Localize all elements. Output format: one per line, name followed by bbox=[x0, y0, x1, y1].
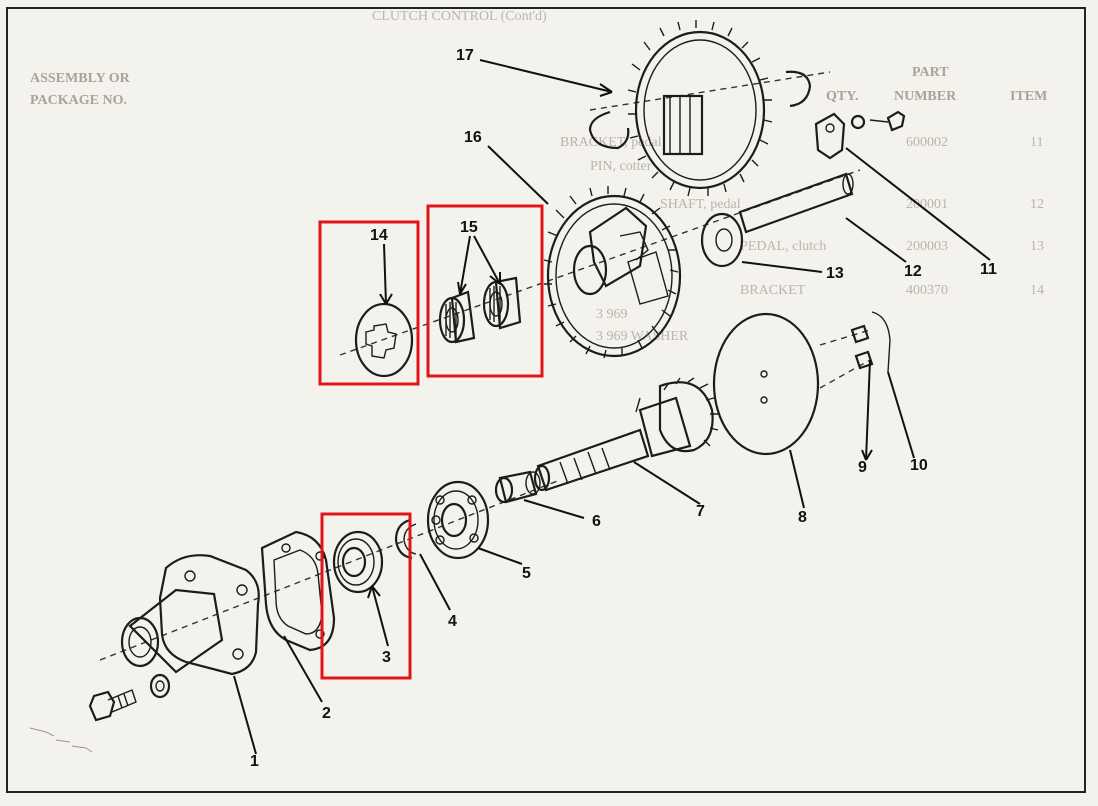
callout-4: 4 bbox=[448, 613, 457, 630]
part-9-screws bbox=[850, 324, 874, 370]
part-1-bearing-retainer bbox=[120, 554, 260, 676]
part-6-bushing bbox=[494, 470, 541, 504]
ghost-row-item: 14 bbox=[1030, 283, 1044, 298]
page-frame bbox=[6, 7, 1086, 793]
ghost-col-part-2: NUMBER bbox=[894, 89, 957, 104]
callout-10: 10 bbox=[910, 457, 928, 474]
bolt-axis-line bbox=[819, 359, 871, 389]
callout-2: 2 bbox=[322, 705, 331, 722]
callout-1: 1 bbox=[250, 753, 259, 770]
ghost-col-part-1: PART bbox=[912, 65, 949, 80]
part-8-plate bbox=[712, 312, 820, 456]
callout-12: 12 bbox=[904, 263, 922, 280]
part-13-thrust-washer bbox=[700, 212, 744, 268]
highlight-box-item-14 bbox=[318, 220, 420, 386]
part-2-gasket bbox=[260, 530, 336, 652]
ghost-extra-row: 3 969 bbox=[596, 307, 628, 322]
ghost-col-assembly-1: ASSEMBLY OR bbox=[30, 71, 131, 86]
ghost-col-assembly-2: PACKAGE NO. bbox=[30, 93, 127, 108]
part-10-wire bbox=[871, 311, 891, 373]
part-4-snap-ring bbox=[394, 518, 417, 560]
part-3-oil-seal bbox=[332, 530, 384, 594]
callout-8: 8 bbox=[798, 509, 807, 526]
ghost-row-part: 200001 bbox=[906, 197, 948, 212]
callout-15: 15 bbox=[460, 219, 478, 236]
leader-lines bbox=[233, 59, 991, 755]
callout-3: 3 bbox=[382, 649, 391, 666]
bolt-axis-line bbox=[819, 329, 871, 346]
ghost-row-item: 11 bbox=[1030, 135, 1043, 150]
part-17-cluster-gear bbox=[627, 20, 773, 197]
part-16-gear bbox=[543, 186, 682, 359]
ghost-row-desc: BRACKET bbox=[740, 283, 806, 298]
highlight-box-item-15 bbox=[426, 204, 544, 378]
ghost-row-desc: SHAFT, pedal bbox=[660, 197, 741, 212]
ghost-row-desc: BRACKET, pedal bbox=[560, 135, 662, 150]
callout-6: 6 bbox=[592, 513, 601, 530]
top-axis-line bbox=[589, 71, 831, 111]
callout-11: 11 bbox=[980, 261, 997, 278]
part-15-needle-bearings bbox=[438, 276, 522, 344]
callout-9: 9 bbox=[858, 459, 867, 476]
part-11-bracket bbox=[814, 110, 906, 160]
callout-16: 16 bbox=[464, 129, 482, 146]
snap-ring-left bbox=[588, 110, 630, 150]
ghost-row-part: 600002 bbox=[906, 135, 948, 150]
callout-labels: 1 2 3 4 5 6 7 8 9 10 11 12 13 14 15 16 1… bbox=[250, 47, 997, 770]
margin-scribble bbox=[29, 727, 93, 753]
lower-axis-line bbox=[99, 479, 561, 661]
part-12-shaft bbox=[738, 172, 854, 234]
bolt-and-lockwasher bbox=[88, 673, 171, 722]
ghost-col-item: ITEM bbox=[1010, 89, 1047, 104]
callout-7: 7 bbox=[696, 503, 705, 520]
callout-13: 13 bbox=[826, 265, 844, 282]
ghost-col-qty: QTY. bbox=[826, 89, 859, 104]
ghost-row-desc: PIN, cotter bbox=[590, 159, 652, 174]
ghost-row-item: 12 bbox=[1030, 197, 1044, 212]
callout-14: 14 bbox=[370, 227, 388, 244]
part-14-thrust-washer bbox=[354, 302, 414, 378]
ghost-row-part: 200003 bbox=[906, 239, 948, 254]
ghost-extra-row: 3 969 WASHER bbox=[596, 329, 689, 344]
ghost-table: CLUTCH CONTROL (Cont'd) ASSEMBLY OR PACK… bbox=[30, 9, 1047, 344]
ghost-row-desc: PEDAL, clutch bbox=[740, 239, 826, 254]
ghost-row-part: 400370 bbox=[906, 283, 948, 298]
ghost-row-item: 13 bbox=[1030, 239, 1044, 254]
callout-5: 5 bbox=[522, 565, 531, 582]
highlight-box-item-3 bbox=[320, 512, 412, 680]
callout-17: 17 bbox=[456, 47, 474, 64]
ghost-header: CLUTCH CONTROL (Cont'd) bbox=[372, 9, 547, 24]
snap-ring-right bbox=[785, 70, 812, 108]
part-7-input-shaft bbox=[533, 377, 719, 492]
part-5-ball-bearing bbox=[426, 480, 490, 560]
